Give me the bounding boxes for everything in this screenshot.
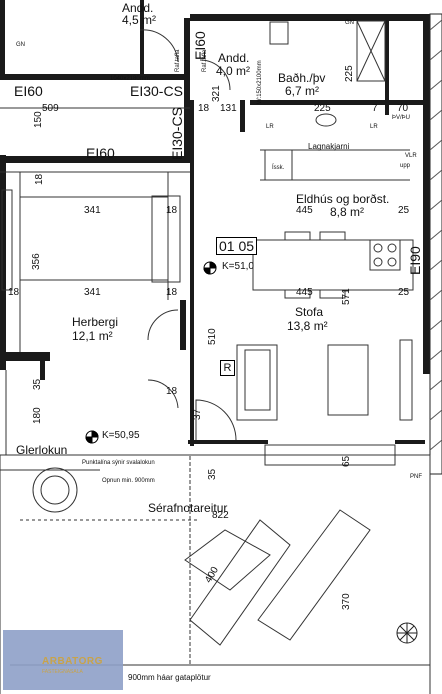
dishwasher-label: upp bbox=[400, 163, 411, 169]
vlr-label: VLR bbox=[405, 153, 417, 159]
glass-enclosure-label: Glerlokun bbox=[16, 443, 68, 457]
dim-7: 7 bbox=[372, 103, 378, 114]
lr-label-b: LR bbox=[370, 124, 378, 130]
room-name-andd-top: Andd. bbox=[122, 1, 154, 15]
dim-35a: 35 bbox=[32, 378, 43, 390]
hatched-wall bbox=[429, 13, 442, 475]
dim-18d: 18 bbox=[8, 287, 20, 298]
elevation-unit: K=51,0 bbox=[222, 261, 254, 272]
dim-341a: 341 bbox=[84, 205, 101, 216]
plumbing-core-label: Lagnakjarni bbox=[308, 142, 350, 151]
room-area-kitchen: 8,8 m² bbox=[330, 205, 365, 219]
room-area-living: 13,8 m² bbox=[287, 319, 328, 333]
room-name-andd: Andd. bbox=[218, 51, 250, 65]
dim-131: 131 bbox=[220, 103, 237, 114]
dim-25a: 25 bbox=[398, 205, 410, 216]
room-area-andd: 4,0 m² bbox=[216, 64, 251, 78]
room-area-andd-top: 4,5 m² bbox=[122, 13, 157, 27]
room-name-bedroom: Herbergi bbox=[72, 315, 119, 329]
realtor-logo bbox=[3, 630, 123, 690]
room-name-kitchen: Eldhús og borðst. bbox=[296, 192, 390, 206]
dim-225b: 225 bbox=[314, 103, 331, 114]
dim-18b: 18 bbox=[34, 173, 45, 185]
gn-label-a: GN bbox=[16, 42, 25, 48]
dim-321: 321 bbox=[211, 85, 222, 102]
elevation-terrace: K=50,95 bbox=[102, 430, 140, 441]
dim-822: 822 bbox=[212, 510, 229, 521]
dim-225a: 225 bbox=[344, 65, 355, 82]
room-area-bath: 6,7 m² bbox=[285, 84, 320, 98]
dim-18c: 18 bbox=[166, 205, 178, 216]
dim-370: 370 bbox=[341, 593, 352, 610]
walls bbox=[0, 0, 430, 446]
bath-door-note: W:150x2100mm bbox=[257, 60, 263, 104]
interior-lines bbox=[0, 20, 431, 694]
wall-code-ei60-a: EI60 bbox=[14, 83, 43, 99]
pnf-label: PNF bbox=[410, 474, 422, 480]
dim-25b: 25 bbox=[398, 287, 410, 298]
balcony-enclosure-note: Punktalína sýnir svalalokun bbox=[82, 460, 155, 466]
wall-code-ei30cs-vert: EI30-CS bbox=[169, 107, 185, 160]
dim-18e: 18 bbox=[166, 287, 178, 298]
dim-18f: 18 bbox=[166, 386, 178, 397]
room-name-bath: Baðh./þv bbox=[278, 71, 326, 85]
dim-35b: 35 bbox=[207, 468, 218, 480]
r-marker: R bbox=[220, 360, 235, 376]
dim-356: 356 bbox=[31, 253, 42, 270]
dim-18a: 18 bbox=[198, 103, 210, 114]
wall-code-ei90: EI90 bbox=[407, 246, 423, 275]
dim-341b: 341 bbox=[84, 287, 101, 298]
dim-510: 510 bbox=[207, 328, 218, 345]
room-name-terrace: Sérafnotareitur bbox=[148, 501, 228, 515]
dim-571: 571 bbox=[341, 288, 352, 305]
dim-445b: 445 bbox=[296, 287, 313, 298]
room-name-living: Stofa bbox=[295, 305, 324, 319]
dim-180: 180 bbox=[32, 407, 43, 424]
fridge-label: Íssk. bbox=[272, 165, 285, 171]
electric-panel-note-a: Raf.tafla bbox=[175, 49, 181, 72]
dim-65: 65 bbox=[341, 455, 352, 467]
opening-note: Opnun min. 900mm bbox=[102, 478, 155, 484]
elevation-marker-icon bbox=[85, 261, 217, 444]
room-area-bedroom: 12,1 m² bbox=[72, 329, 113, 343]
wall-code-ei60-b: EI60 bbox=[86, 145, 115, 161]
dim-445a: 445 bbox=[296, 205, 313, 216]
lr-label-a: LR bbox=[266, 124, 274, 130]
dim-70: 70 bbox=[397, 103, 409, 114]
electric-panel-note-b: Raf.tafla bbox=[202, 49, 208, 72]
door-size-note: 1040x2180mm bbox=[110, 76, 150, 82]
dim-509: 509 bbox=[42, 103, 59, 114]
gn-label-b: GN bbox=[345, 20, 354, 26]
plant-icon bbox=[396, 622, 418, 644]
unit-number: 01 05 bbox=[216, 237, 258, 255]
washer-label: ÞV/ÞU bbox=[392, 115, 411, 121]
logo-subtitle: FASTEIGNASALA bbox=[42, 669, 83, 675]
dim-150: 150 bbox=[33, 111, 44, 128]
fence-note: 900mm háar gataplötur bbox=[128, 673, 211, 682]
dim-37: 37 bbox=[192, 408, 203, 420]
logo-name: ARBATORG bbox=[42, 656, 103, 667]
wall-code-ei30cs-a: EI30-CS bbox=[130, 83, 183, 99]
